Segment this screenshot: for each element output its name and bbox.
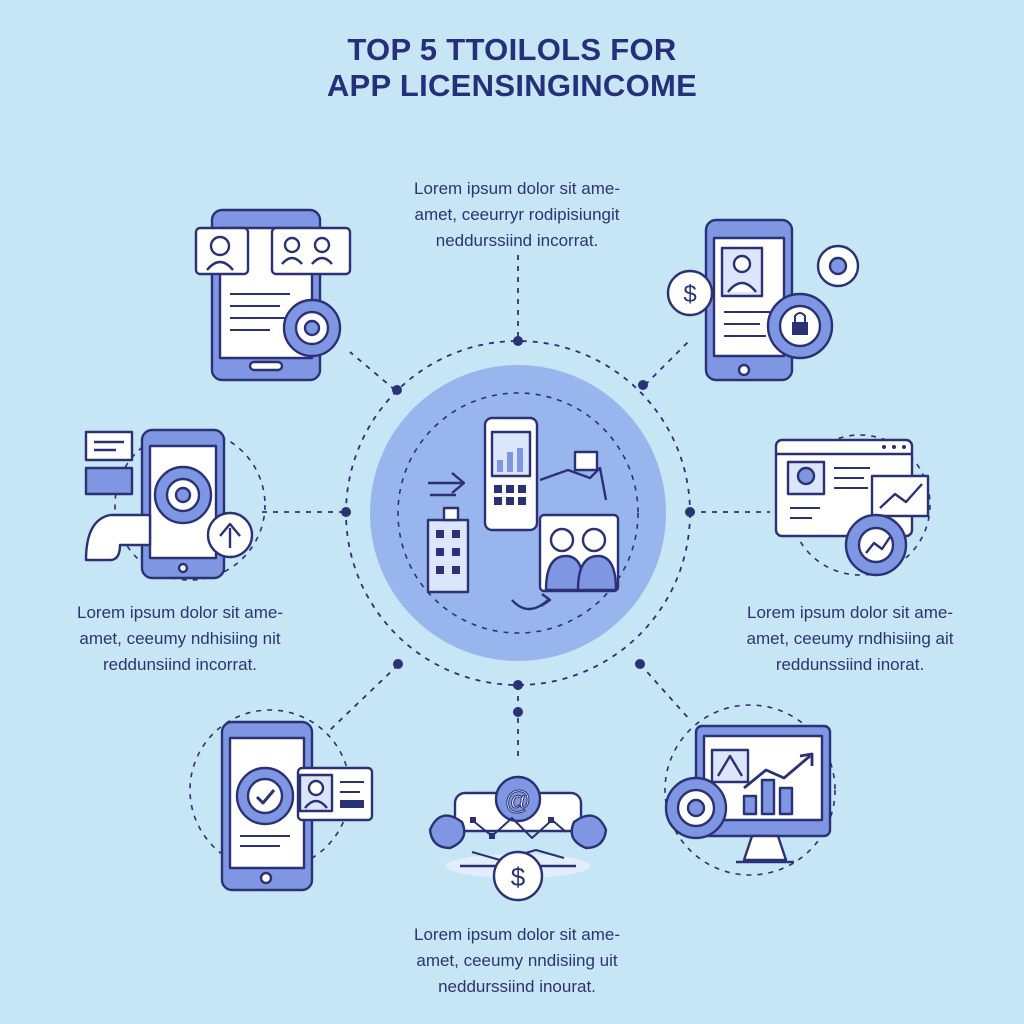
title-line-1: TOP 5 TTOILOLS FOR — [347, 32, 677, 67]
mobile-licensing-payment-icon: $ — [666, 218, 860, 382]
mobile-verified-profile-icon — [189, 709, 374, 892]
connectors — [262, 255, 770, 760]
blurb-bottom: Lorem ipsum dolor sit ame- amet, ceeumy … — [352, 922, 682, 1000]
blurb-bottom-line: Lorem ipsum dolor sit ame- — [414, 925, 620, 944]
blurb-right-line: Lorem ipsum dolor sit ame- — [747, 603, 953, 622]
monitor-growth-chart-icon — [664, 704, 836, 876]
blurb-top-line: amet, ceeurryr rodipisiungit — [414, 205, 620, 224]
svg-text:@: @ — [505, 785, 531, 815]
mobile-settings-upload-icon — [84, 428, 266, 581]
blurb-left-line: amet, ceeumy ndhisiing nit — [79, 629, 281, 648]
blurb-left: Lorem ipsum dolor sit ame- amet, ceeumy … — [20, 600, 340, 678]
svg-text:$: $ — [683, 281, 696, 308]
blurb-top-line: neddurssiind incorrat. — [435, 231, 599, 250]
svg-text:$: $ — [511, 862, 526, 892]
blurb-left-line: Lorem ipsum dolor sit ame- — [77, 603, 283, 622]
blurb-top-line: Lorem ipsum dolor sit ame- — [414, 179, 620, 198]
title-line-2: APP LICENSINGINCOME — [326, 68, 698, 103]
email-payment-network-icon: @ $ — [428, 775, 608, 902]
mobile-profile-settings-icon — [194, 208, 352, 382]
browser-analytics-icon — [774, 434, 931, 577]
blurb-right-line: amet, ceeumy rndhisiing ait — [746, 629, 954, 648]
blurb-top: Lorem ipsum dolor sit ame- amet, ceeurry… — [352, 176, 682, 254]
blurb-bottom-line: neddurssiind inourat. — [438, 977, 596, 996]
connector-dots — [341, 336, 695, 717]
business-workflow-icon — [397, 392, 639, 634]
blurb-left-line: reddunsiind incorrat. — [102, 655, 258, 674]
blurb-right-line: reddunssiind inorat. — [775, 655, 925, 674]
blurb-bottom-line: amet, ceeumy nndisiing uit — [416, 951, 618, 970]
blurb-right: Lorem ipsum dolor sit ame- amet, ceeumy … — [690, 600, 1010, 678]
